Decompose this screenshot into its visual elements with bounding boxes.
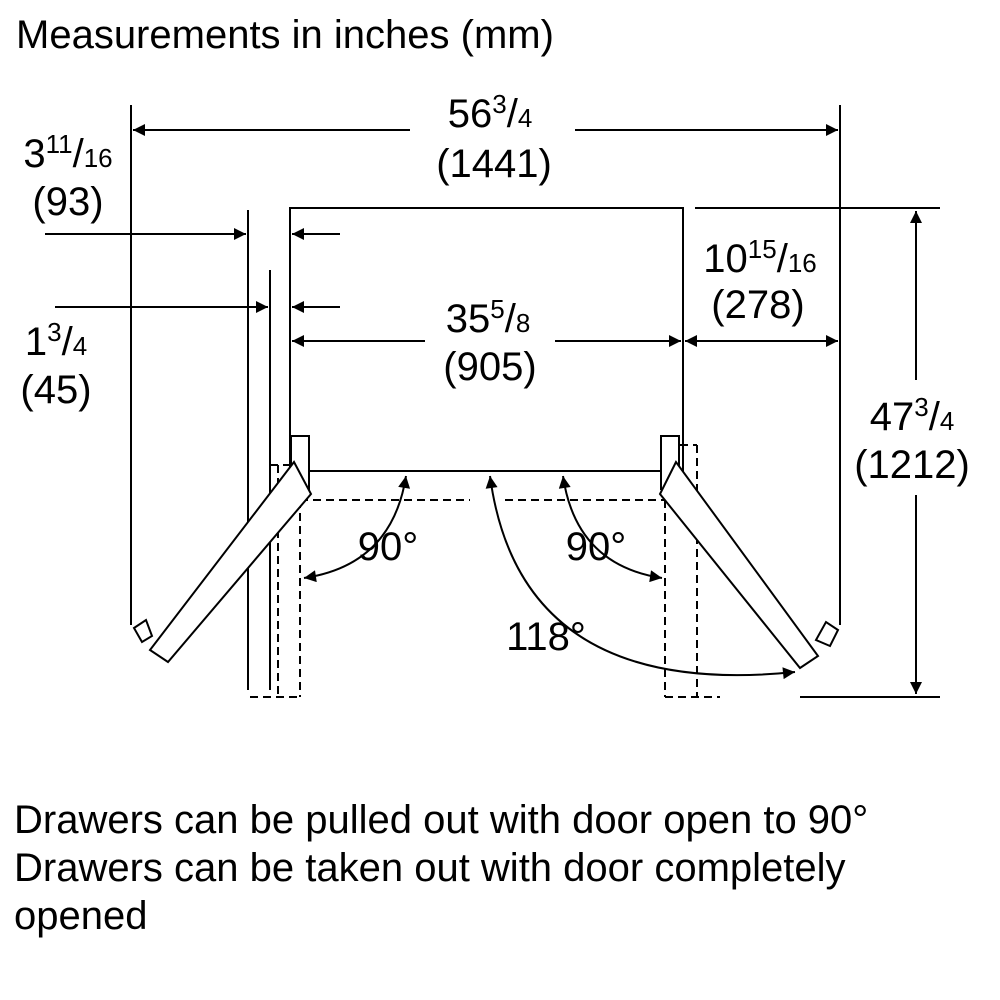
label-overall-width: 563/4 (1441) <box>436 89 552 186</box>
label-angle-full-open: 118° <box>506 615 586 659</box>
svg-text:473/4: 473/4 <box>870 392 955 439</box>
label-cabinet-width: 355/8 (905) <box>443 294 536 389</box>
arc-left-90 <box>303 475 411 583</box>
svg-text:(278): (278) <box>711 283 804 327</box>
svg-text:13/4: 13/4 <box>25 317 87 364</box>
right-door-open <box>658 460 820 670</box>
svg-text:(905): (905) <box>443 345 536 389</box>
label-angle-right: 90° <box>566 525 627 569</box>
svg-text:(1441): (1441) <box>436 142 552 186</box>
right-door-handle <box>814 620 840 648</box>
page-title: Measurements in inches (mm) <box>16 13 554 57</box>
cabinet-outline <box>289 207 684 472</box>
arc-118 <box>485 475 796 680</box>
notes: Drawers can be pulled out with door open… <box>14 796 984 940</box>
label-hinge-offset: 13/4 (45) <box>20 317 91 412</box>
note-drawer-pull: Drawers can be pulled out with door open… <box>14 798 869 842</box>
left-door-open <box>148 460 313 664</box>
label-right-clearance: 1015/16 (278) <box>703 234 816 327</box>
svg-text:(45): (45) <box>20 368 91 412</box>
svg-text:1015/16: 1015/16 <box>703 234 816 281</box>
svg-text:563/4: 563/4 <box>448 89 533 136</box>
svg-text:(1212): (1212) <box>854 443 970 487</box>
label-left-clearance: 311/16 (93) <box>23 129 112 224</box>
label-total-depth: 473/4 (1212) <box>854 392 970 487</box>
note-drawer-remove: Drawers can be taken out with door compl… <box>14 846 846 938</box>
svg-text:311/16: 311/16 <box>23 129 112 176</box>
svg-text:(93): (93) <box>32 180 103 224</box>
left-door-handle <box>132 618 154 644</box>
svg-text:355/8: 355/8 <box>446 294 531 341</box>
label-angle-left: 90° <box>358 525 419 569</box>
